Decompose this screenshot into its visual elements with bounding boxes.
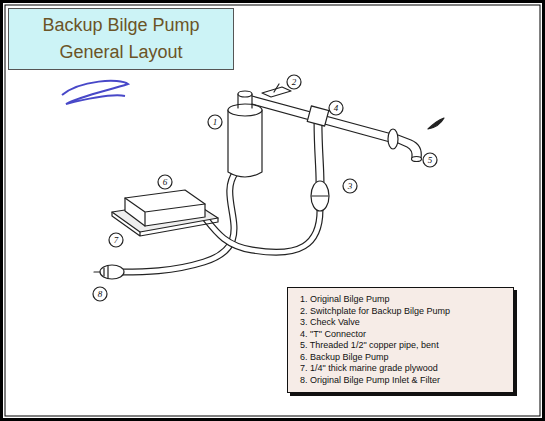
callout-number: 5: [423, 153, 437, 167]
hose-inner: [318, 122, 320, 182]
flange: [388, 129, 398, 149]
inner-frame: [5, 5, 540, 416]
parts-list-item: 7. 1/4" thick marine grade plywood: [300, 363, 505, 375]
sketch: [93, 75, 444, 301]
callout-number: 2: [287, 75, 301, 89]
check-valve: [311, 181, 329, 211]
hose: [205, 210, 320, 252]
callout-circle: [287, 75, 301, 89]
callout-circle: [208, 115, 222, 129]
callout-number: 8: [93, 287, 107, 301]
pump-top: [228, 104, 262, 116]
parts-list-item: 2. Switchplate for Backup Bilge Pump: [300, 306, 505, 318]
water-drop: [428, 118, 444, 129]
parts-list-item: 6. Backup Bilge Pump: [300, 352, 505, 364]
hose: [318, 122, 320, 182]
callout-number: 3: [343, 179, 357, 193]
callout-circle: [93, 287, 107, 301]
pipe: [252, 96, 392, 142]
legend-box: 1. Original Bilge Pump2. Switchplate for…: [287, 287, 514, 393]
pump-body: [228, 110, 262, 177]
pump-cap: [238, 91, 252, 97]
callout-circle: [423, 153, 437, 167]
t-connector: [307, 106, 329, 126]
callout-circle: [109, 233, 123, 247]
callout-number: 4: [329, 101, 343, 115]
backup-pump-edge: [125, 198, 205, 226]
callout-number: 6: [158, 175, 172, 189]
hose-inner: [205, 210, 320, 252]
copper-pipe: [398, 135, 421, 158]
callout-number: 1: [208, 115, 222, 129]
parts-list-item: 8. Original Bilge Pump Inlet & Filter: [300, 375, 505, 387]
valve-seam: [312, 195, 328, 196]
callout-circle: [343, 179, 357, 193]
parts-list-item: 4. "T" Connector: [300, 329, 505, 341]
switch-toggle: [274, 84, 279, 92]
pipe-end: [412, 157, 422, 162]
title-box: Backup Bilge Pump General Layout: [8, 8, 234, 70]
callout-circles: [93, 75, 437, 301]
title: Backup Bilge Pump General Layout: [26, 12, 216, 66]
callout-number: 7: [109, 233, 123, 247]
backup-pump: [125, 190, 205, 226]
callout-circle: [329, 101, 343, 115]
parts-list-item: 1. Original Bilge Pump: [300, 294, 505, 306]
parts-list-item: 3. Check Valve: [300, 317, 505, 329]
callout-circle: [158, 175, 172, 189]
parts-list-item: 5. Threaded 1/2" copper pipe, bent: [300, 340, 505, 352]
filter-ribs: [94, 266, 108, 278]
scribble: [62, 81, 128, 104]
